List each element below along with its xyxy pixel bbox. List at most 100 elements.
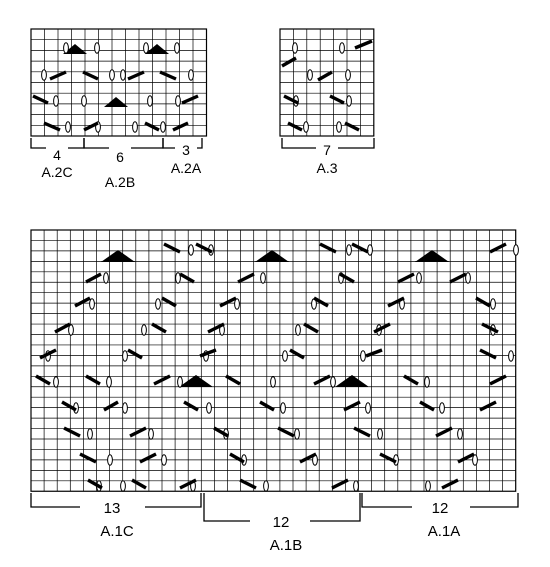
yarn-over-icon <box>160 121 166 133</box>
yarn-over-icon <box>132 121 138 133</box>
yarn-over-icon <box>53 376 59 388</box>
decrease-icon <box>129 426 147 438</box>
yarn-over-icon <box>143 42 149 54</box>
decrease-icon <box>85 374 101 386</box>
yarn-over-icon <box>109 69 115 81</box>
bracket-a2b-line <box>83 138 109 149</box>
yarn-over-icon <box>416 272 422 284</box>
double-decrease-icon <box>104 97 128 107</box>
bracket-a2b: 6 A.2B <box>83 138 164 190</box>
yarn-over-icon <box>122 350 128 362</box>
chart-a3-brackets: 7 A.3 <box>281 138 375 176</box>
yarn-over-icon <box>303 121 309 133</box>
yarn-over-icon <box>68 324 74 336</box>
yarn-over-icon <box>345 69 351 81</box>
yarn-over-icon <box>280 402 286 414</box>
decrease-icon <box>289 348 305 360</box>
decrease-icon <box>87 478 103 490</box>
decrease-icon <box>35 374 51 386</box>
yarn-over-icon <box>120 69 126 81</box>
decrease-icon <box>153 374 171 386</box>
yarn-over-icon <box>336 121 342 133</box>
yarn-over-icon <box>282 350 288 362</box>
decrease-icon <box>303 322 319 334</box>
yarn-over-icon <box>175 272 181 284</box>
bracket-a1a-line <box>361 493 412 508</box>
decrease-icon <box>219 296 237 308</box>
bracket-a2a-line <box>162 138 175 149</box>
yarn-over-icon <box>87 428 93 440</box>
decrease-icon <box>489 374 507 386</box>
decrease-icon <box>313 374 331 386</box>
yarn-over-icon <box>339 42 345 54</box>
double-decrease-icon <box>101 250 135 262</box>
decrease-icon <box>163 242 181 254</box>
yarn-over-icon <box>53 95 59 107</box>
bracket-a1b: 12 A.1B <box>203 493 361 554</box>
decrease-icon <box>139 452 157 464</box>
bracket-a2c-line <box>30 138 46 149</box>
yarn-over-icon <box>360 350 366 362</box>
decrease-icon <box>397 272 415 284</box>
decrease-icon <box>39 348 57 360</box>
yarn-over-icon <box>177 376 183 388</box>
decrease-icon <box>339 272 355 284</box>
bracket-a3-label: A.3 <box>316 160 337 176</box>
bracket-a2b-label: A.2B <box>105 174 135 190</box>
yarn-over-icon <box>263 480 269 492</box>
yarn-over-icon <box>161 454 167 466</box>
decrease-icon <box>479 400 497 412</box>
yarn-over-icon <box>270 376 276 388</box>
decrease-icon <box>419 400 435 412</box>
bracket-a3: 7 A.3 <box>281 138 375 176</box>
decrease-icon <box>387 296 405 308</box>
yarn-over-icon <box>330 376 336 388</box>
bracket-a1b-line <box>310 493 361 522</box>
decrease-icon <box>127 70 145 81</box>
yarn-over-icon <box>346 244 352 256</box>
yarn-over-icon <box>234 298 240 310</box>
decrease-icon <box>172 121 189 132</box>
decrease-icon <box>475 296 491 308</box>
yarn-over-icon <box>103 272 109 284</box>
yarn-over-icon <box>63 42 69 54</box>
decrease-icon <box>195 242 213 254</box>
bracket-a2a-line <box>197 138 203 149</box>
decrease-icon <box>43 121 61 132</box>
decrease-icon <box>449 272 467 284</box>
decrease-icon <box>403 374 419 386</box>
decrease-icon <box>481 322 499 334</box>
chart-a3: 7 A.3 <box>279 28 375 176</box>
yarn-over-icon <box>175 95 181 107</box>
decrease-icon <box>85 272 102 284</box>
double-decrease-icon <box>63 44 87 54</box>
decrease-icon <box>103 400 119 412</box>
chart-a2: 4 A.2C 6 A.2B 3 A.2A <box>30 28 208 190</box>
yarn-over-icon <box>353 480 359 492</box>
chart-a1: 13 A.1C 12 A.1B 12 A.1A <box>30 229 519 554</box>
bracket-a2a-count: 3 <box>182 142 190 158</box>
decrease-icon <box>441 478 459 490</box>
yarn-over-icon <box>174 42 180 54</box>
yarn-over-icon <box>65 121 71 133</box>
yarn-over-icon <box>295 324 301 336</box>
decrease-icon <box>353 426 371 438</box>
chart-a1-grid <box>30 229 517 492</box>
decrease-icon <box>32 94 49 105</box>
yarn-over-icon <box>106 376 112 388</box>
yarn-over-icon <box>367 244 373 256</box>
bracket-a1a-line <box>470 493 519 508</box>
bracket-a2b-count: 6 <box>116 149 124 165</box>
yarn-over-icon <box>120 480 126 492</box>
bracket-a3-line <box>281 138 316 149</box>
decrease-icon <box>54 322 71 334</box>
decrease-icon <box>83 121 99 132</box>
yarn-over-icon <box>81 95 87 107</box>
decrease-icon <box>277 426 295 438</box>
bracket-a2b-line <box>131 138 164 149</box>
decrease-icon <box>61 400 77 412</box>
double-decrease-icon <box>415 250 449 262</box>
bracket-a1a-count: 12 <box>432 500 449 517</box>
double-decrease-icon <box>335 375 369 387</box>
decrease-icon <box>435 426 453 438</box>
